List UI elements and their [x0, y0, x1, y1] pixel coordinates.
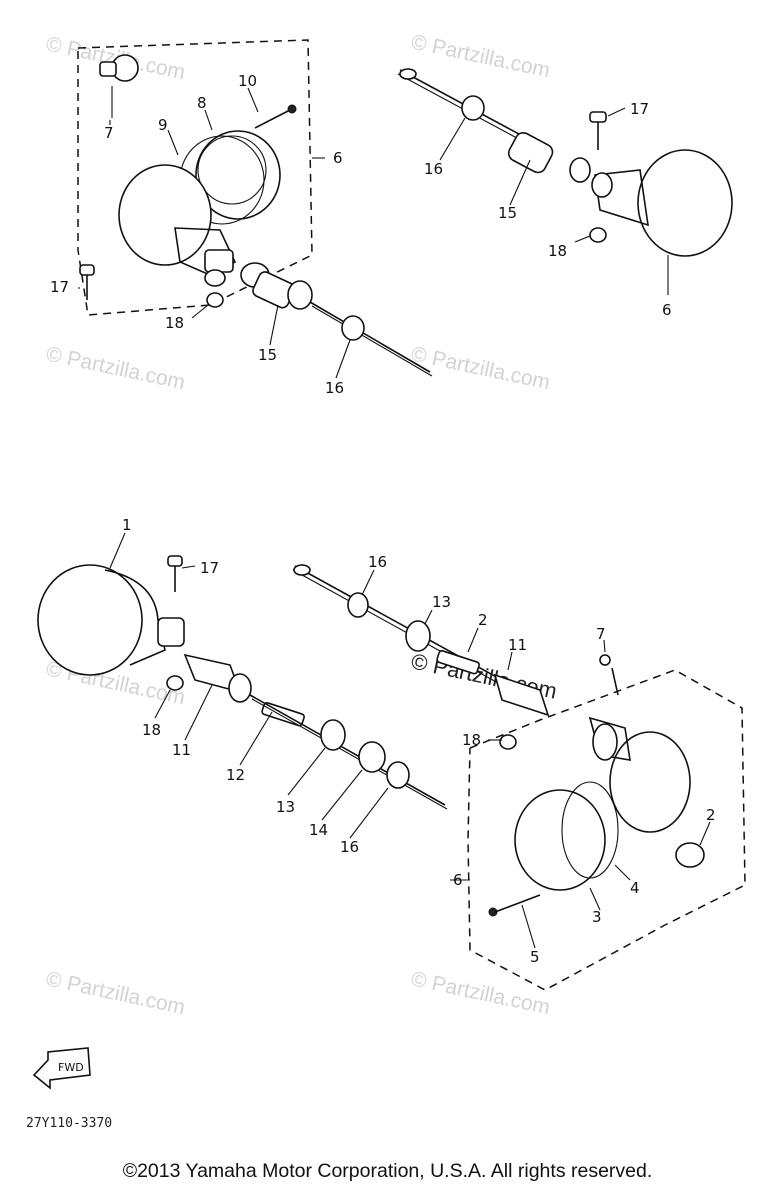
top-right-signal-assembly: [397, 68, 733, 257]
callout-17: 17: [50, 278, 69, 296]
grommet-icon: [320, 719, 346, 751]
fwd-arrow-icon: FWD: [32, 1047, 91, 1090]
callout-4: 4: [630, 879, 640, 897]
callout-12: 12: [226, 766, 245, 784]
watermark: © Partzilla.com: [409, 967, 552, 1019]
callout-16: 16: [368, 553, 387, 571]
mount-bolt-icon: [167, 555, 183, 592]
fwd-label: FWD: [58, 1061, 84, 1074]
lens-screw-icon: [254, 104, 297, 129]
callout-leaders: [109, 532, 389, 839]
callout-6: 6: [453, 871, 463, 889]
bulb-icon: [599, 654, 619, 696]
signal-housing-icon: [609, 731, 691, 833]
callout-15: 15: [258, 346, 277, 364]
callout-14: 14: [309, 821, 328, 839]
callout-6: 6: [333, 149, 343, 167]
callout-7: 7: [596, 625, 606, 643]
nut-icon: [166, 675, 184, 691]
callout-16: 16: [325, 379, 344, 397]
callout-17: 17: [630, 100, 649, 118]
callout-2: 2: [478, 611, 488, 629]
lens-screw-icon: [488, 894, 541, 917]
grommet-icon: [386, 761, 410, 789]
callout-leaders: [439, 107, 669, 295]
callout-17: 17: [200, 559, 219, 577]
copyright-notice: ©2013 Yamaha Motor Corporation, U.S.A. A…: [122, 1160, 653, 1182]
lens-icon: [195, 130, 281, 220]
grommet-icon: [341, 315, 365, 341]
diagram-code: 27Y110-3370: [26, 1116, 112, 1131]
top-left-signal-assembly: [77, 39, 433, 377]
callout-3: 3: [592, 908, 602, 926]
callout-13: 13: [276, 798, 295, 816]
bottom-right-signal-assembly: [292, 564, 746, 991]
bulb-icon: [675, 842, 705, 868]
callout-11: 11: [508, 636, 527, 654]
bottom-left-signal-assembly: [37, 555, 448, 810]
nut-icon: [499, 734, 517, 750]
socket-icon: [240, 262, 313, 310]
callout-1: 1: [122, 516, 132, 534]
callout-18: 18: [142, 721, 161, 739]
callout-leaders: [361, 569, 711, 949]
callout-18: 18: [165, 314, 184, 332]
callout-2: 2: [706, 806, 716, 824]
signal-housing-icon: [37, 564, 143, 676]
washer-icon: [358, 741, 386, 773]
callout-16: 16: [424, 160, 443, 178]
grommet-icon: [347, 592, 369, 618]
nut-icon: [206, 292, 224, 308]
callout-9: 9: [158, 116, 168, 134]
grommet-icon: [405, 620, 431, 652]
callout-13: 13: [432, 593, 451, 611]
callout-18: 18: [548, 242, 567, 260]
callout-10: 10: [238, 72, 257, 90]
callout-8: 8: [197, 94, 207, 112]
callout-5: 5: [530, 948, 540, 966]
callout-7: 7: [104, 124, 114, 142]
mount-bolt-icon: [79, 264, 95, 300]
callout-11: 11: [172, 741, 191, 759]
signal-housing-icon: [118, 164, 212, 266]
signal-housing-icon: [637, 149, 733, 257]
lens-icon: [514, 789, 606, 891]
callout-18: 18: [462, 731, 481, 749]
callout-15: 15: [498, 204, 517, 222]
bulb-icon: [99, 54, 139, 118]
watermark: © Partzilla.com: [409, 30, 552, 82]
callout-16: 16: [340, 838, 359, 856]
callout-6: 6: [662, 301, 672, 319]
socket-icon: [507, 132, 591, 183]
nut-icon: [589, 227, 607, 243]
watermark: © Partzilla.com: [44, 342, 187, 394]
watermark: © Partzilla.com: [44, 967, 187, 1019]
callout-leaders: [78, 87, 351, 379]
mount-bolt-icon: [589, 111, 607, 150]
watermark: © Partzilla.com: [409, 342, 552, 394]
grommet-icon: [461, 95, 485, 121]
